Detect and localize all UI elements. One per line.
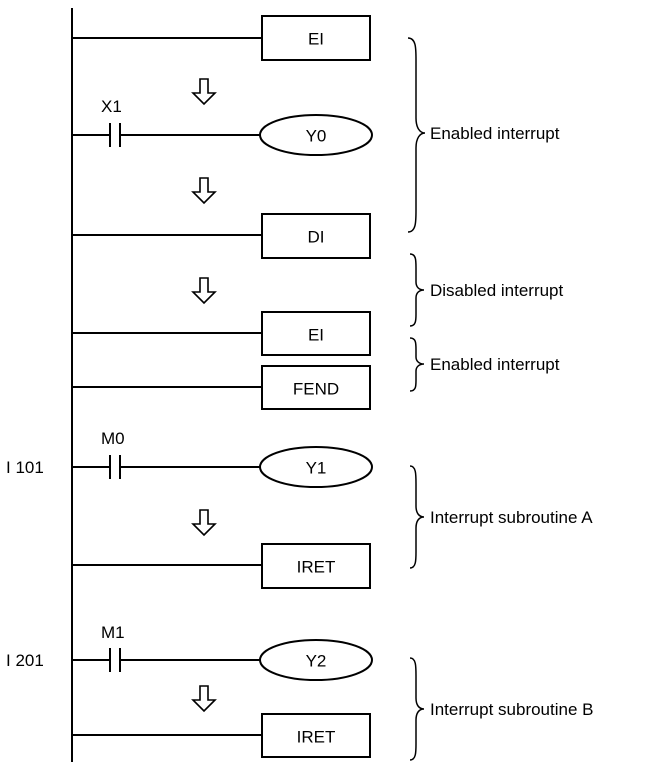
rung-fend: FEND	[72, 365, 371, 410]
annotation-enabled-interrupt: Enabled interrupt	[430, 124, 560, 143]
instruction-label: IRET	[297, 728, 336, 747]
instruction-label: EI	[308, 326, 324, 345]
annotation-subroutine-b: Interrupt subroutine B	[430, 700, 593, 719]
flow-arrows	[191, 78, 217, 713]
down-arrow-icon	[191, 509, 217, 537]
instruction-box-ei	[261, 311, 371, 356]
instruction-label: DI	[308, 228, 325, 247]
coil-label: Y1	[306, 459, 327, 478]
rung-di: DI	[72, 213, 371, 259]
annotation-disabled-interrupt: Disabled interrupt	[430, 281, 564, 300]
brace-subroutine-a	[409, 465, 425, 569]
rung-ei-1: EI	[72, 15, 371, 61]
coil-y2	[259, 639, 373, 681]
annotation-enabled-interrupt: Enabled interrupt	[430, 355, 560, 374]
rung-i201-m1-y2: I 201 M1 Y2	[6, 623, 373, 681]
rung-iret-2: IRET	[72, 713, 371, 758]
down-arrow-icon	[191, 78, 217, 106]
instruction-box-ei	[261, 15, 371, 61]
coil-y1	[259, 446, 373, 488]
instruction-box-iret	[261, 543, 371, 589]
rung-iret-1: IRET	[72, 543, 371, 589]
down-arrow-icon	[191, 177, 217, 205]
instruction-label: FEND	[293, 380, 339, 399]
braces	[407, 37, 426, 761]
down-arrow-icon	[191, 685, 217, 713]
brace-enabled-1	[407, 37, 426, 233]
rung-ei-2: EI	[72, 311, 371, 356]
coil-y0	[259, 114, 373, 156]
coil-label: Y0	[306, 127, 327, 146]
annotation-subroutine-a: Interrupt subroutine A	[430, 508, 593, 527]
contact-label: M1	[101, 623, 125, 642]
instruction-box-iret	[261, 713, 371, 758]
brace-disabled	[409, 253, 425, 327]
contact-label: X1	[101, 97, 122, 116]
rung-x1-y0: X1 Y0	[72, 97, 373, 156]
instruction-label: IRET	[297, 558, 336, 577]
down-arrow-icon	[191, 277, 217, 305]
instruction-box-di	[261, 213, 371, 259]
instruction-label: EI	[308, 30, 324, 49]
rung-i101-m0-y1: I 101 M0 Y1	[6, 429, 373, 488]
brace-subroutine-b	[409, 657, 425, 761]
coil-label: Y2	[306, 652, 327, 671]
brace-enabled-2	[409, 337, 425, 392]
instruction-box-fend	[261, 365, 371, 410]
annotations: Enabled interrupt Disabled interrupt Ena…	[430, 124, 593, 719]
contact-label: M0	[101, 429, 125, 448]
pointer-label: I 101	[6, 458, 44, 477]
pointer-label: I 201	[6, 651, 44, 670]
